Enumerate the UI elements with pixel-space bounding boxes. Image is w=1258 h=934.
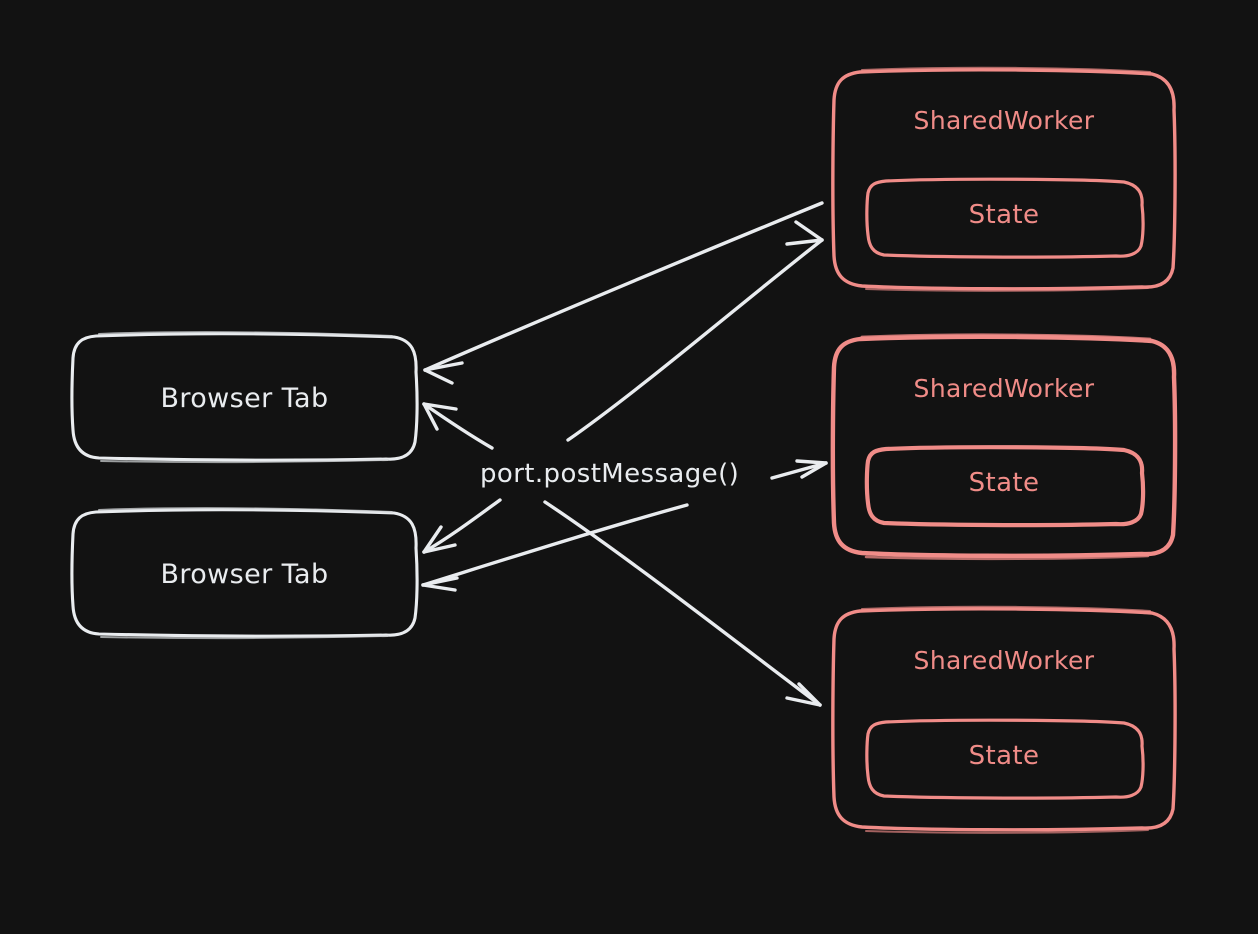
sharedworker-3-shape[interactable] — [831, 605, 1177, 834]
arrow-hub-to-worker2[interactable] — [770, 459, 828, 480]
arrow-hub-to-worker3[interactable] — [543, 500, 822, 707]
sharedworker-3-state-shape[interactable] — [865, 718, 1145, 800]
browser-tab-1-shape[interactable] — [70, 331, 419, 464]
arrow-hub-to-worker1[interactable] — [566, 220, 824, 442]
sharedworker-2-state-shape[interactable] — [864, 445, 1146, 528]
arrow-hub-to-tab1[interactable] — [422, 402, 494, 450]
arrow-worker1-to-tab1[interactable] — [423, 201, 824, 385]
sharedworker-2-shape[interactable] — [830, 333, 1178, 561]
sharedworker-1-state-shape[interactable] — [865, 177, 1145, 259]
sharedworker-1-shape[interactable] — [831, 66, 1177, 292]
arrow-hub-to-tab2-b[interactable] — [421, 503, 689, 592]
arrow-hub-to-tab2-a[interactable] — [422, 498, 502, 554]
browser-tab-2-shape[interactable] — [70, 507, 419, 640]
